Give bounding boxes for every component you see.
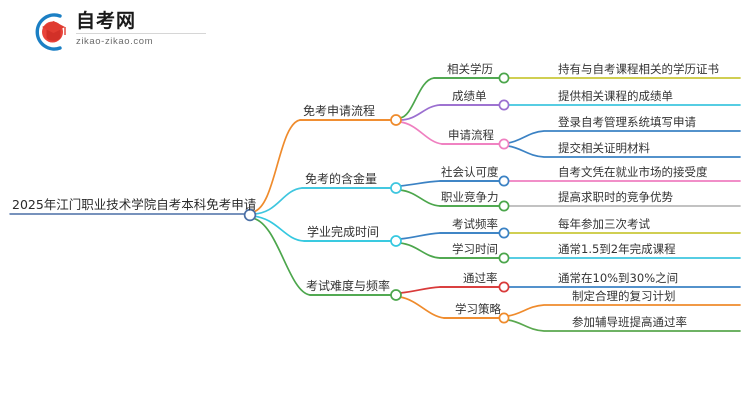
link-c3-to-leaf-3 (507, 130, 741, 144)
leaf-label-10[interactable]: 制定合理的复习计划 (572, 289, 676, 303)
child-3-circle[interactable] (498, 138, 510, 150)
leaf-label-4[interactable]: 提交相关证明材料 (558, 141, 650, 155)
child-label-4-2[interactable]: 学习策略 (455, 302, 501, 316)
link-root-to-branch-1 (251, 119, 393, 213)
leaf-label-6[interactable]: 提高求职时的竞争优势 (558, 190, 673, 204)
child-4-circle[interactable] (498, 175, 510, 187)
child-2-circle[interactable] (498, 99, 510, 111)
child-label-4-1[interactable]: 通过率 (463, 271, 498, 285)
branch-1-circle[interactable] (390, 114, 402, 126)
leaf-label-3[interactable]: 登录自考管理系统填写申请 (558, 115, 696, 129)
branch-4-circle[interactable] (390, 289, 402, 301)
link-b3-to-c1 (399, 232, 501, 240)
link-c9-to-leaf-11 (507, 319, 741, 332)
graduation-cap-icon (35, 13, 66, 51)
branch-2-circle[interactable] (390, 182, 402, 194)
leaf-label-11[interactable]: 参加辅导班提高通过率 (572, 315, 687, 329)
branch-3-circle[interactable] (390, 235, 402, 247)
child-label-3-1[interactable]: 考试频率 (452, 217, 498, 231)
child-7-circle[interactable] (498, 252, 510, 264)
child-6-circle[interactable] (498, 227, 510, 239)
root-node-label[interactable]: 2025年江门职业技术学院自考本科免考申请 (12, 197, 257, 212)
child-label-1-2[interactable]: 成绩单 (452, 89, 487, 103)
link-b4-to-c1 (399, 286, 501, 294)
logo-text: 自考网 zikao-zikao.com (76, 10, 206, 48)
logo-title: 自考网 (76, 10, 137, 32)
link-c9-to-leaf-10 (507, 304, 741, 317)
branch-label-2[interactable]: 免考的含金量 (305, 172, 378, 186)
link-root-to-branch-2 (251, 187, 393, 215)
branch-label-1[interactable]: 免考申请流程 (303, 104, 376, 118)
site-logo[interactable]: 自考网 zikao-zikao.com (28, 8, 208, 56)
leaf-label-5[interactable]: 自考文凭在就业市场的接受度 (558, 165, 708, 179)
leaf-label-2[interactable]: 提供相关课程的成绩单 (558, 89, 673, 103)
child-label-2-2[interactable]: 职业竞争力 (441, 190, 499, 204)
child-label-3-2[interactable]: 学习时间 (452, 242, 498, 256)
root-node-circle[interactable] (243, 208, 257, 222)
leaf-label-7[interactable]: 每年参加三次考试 (558, 217, 650, 231)
child-5-circle[interactable] (498, 200, 510, 212)
child-label-1-3[interactable]: 申请流程 (448, 128, 494, 142)
branch-label-4[interactable]: 考试难度与频率 (306, 279, 391, 293)
link-root-to-branch-4 (251, 217, 393, 296)
leaf-label-8[interactable]: 通常1.5到2年完成课程 (558, 242, 676, 256)
child-label-2-1[interactable]: 社会认可度 (441, 165, 499, 179)
child-label-1-1[interactable]: 相关学历 (447, 62, 493, 76)
leaf-label-1[interactable]: 持有与自考课程相关的学历证书 (558, 62, 719, 76)
logo-subtitle: zikao-zikao.com (76, 33, 206, 48)
child-1-circle[interactable] (498, 72, 510, 84)
child-9-circle[interactable] (498, 312, 510, 324)
link-b1-to-c2 (399, 104, 501, 121)
child-8-circle[interactable] (498, 281, 510, 293)
link-c3-to-leaf-4 (507, 145, 741, 158)
branch-label-3[interactable]: 学业完成时间 (307, 225, 380, 239)
leaf-label-9[interactable]: 通常在10%到30%之间 (558, 271, 679, 285)
